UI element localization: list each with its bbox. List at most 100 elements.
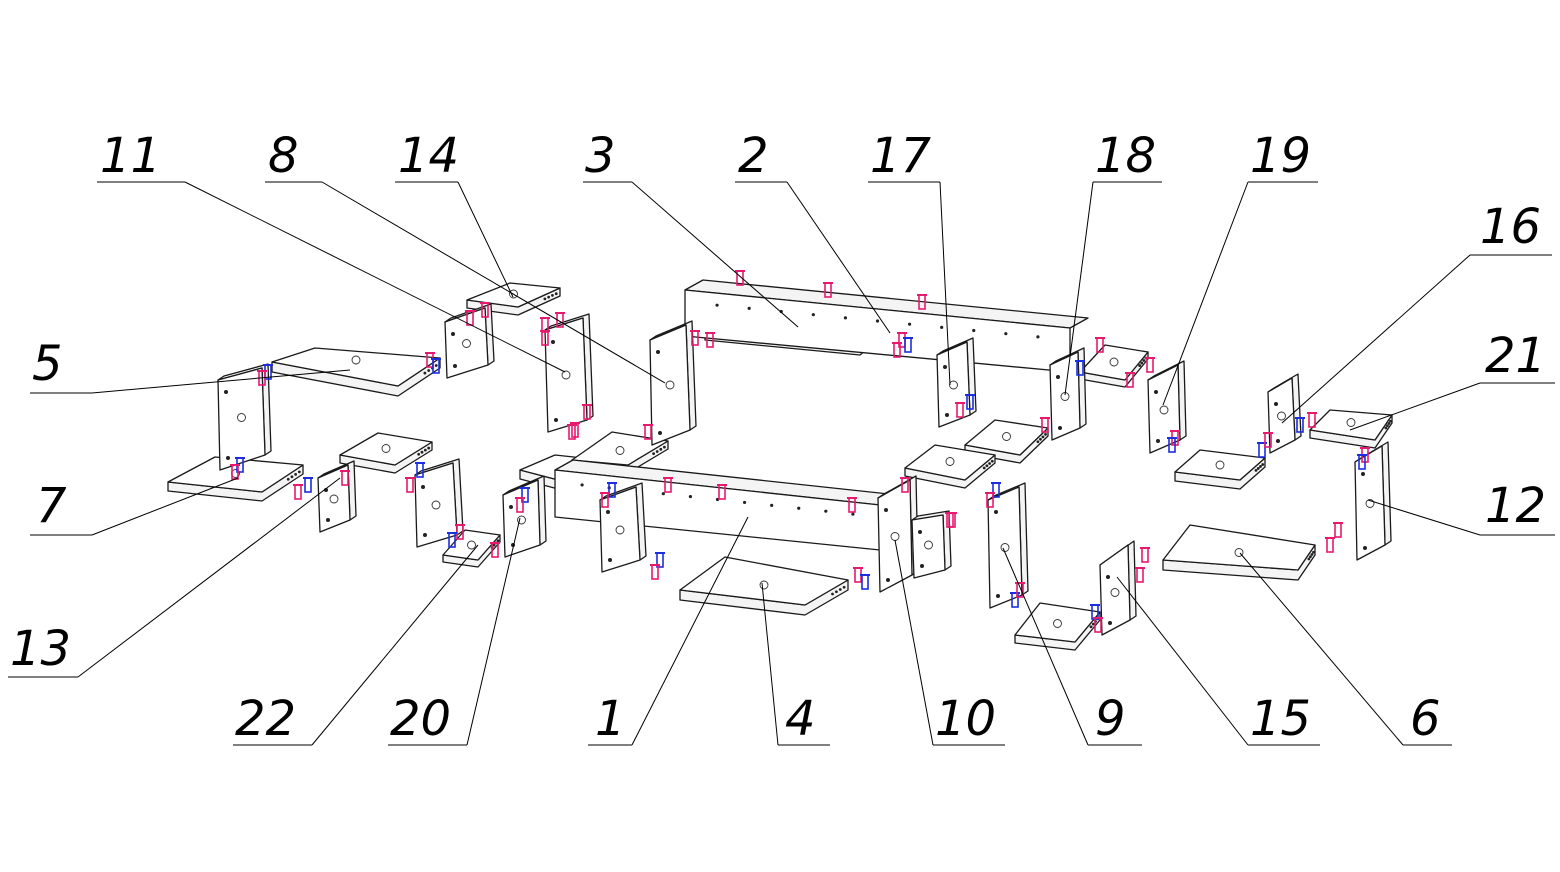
bolt-pink — [985, 492, 995, 508]
bolt-pink — [1095, 337, 1105, 353]
leader-line — [1367, 499, 1481, 536]
bolt-pink — [945, 512, 955, 528]
vertical-plate — [544, 313, 594, 433]
vertical-plate — [911, 510, 952, 579]
washer-blue — [655, 552, 665, 568]
hole-icon — [509, 289, 518, 299]
callout-number: 11 — [100, 128, 161, 184]
vertical-plate — [502, 475, 547, 558]
leader-line — [631, 181, 799, 328]
hole-icon — [467, 540, 476, 550]
vertical-plate — [987, 482, 1029, 609]
horizontal-plate — [1174, 449, 1266, 490]
callout-number: 15 — [1250, 691, 1311, 747]
bolt-pink — [823, 282, 833, 298]
callout-number: 2 — [738, 128, 769, 184]
leader-line — [184, 181, 566, 373]
callout-number: 18 — [1095, 128, 1156, 184]
callout-number: 5 — [32, 336, 63, 392]
callout-number: 10 — [935, 691, 996, 747]
callout-number: 17 — [870, 128, 932, 184]
hole-icon — [1215, 460, 1225, 470]
callout-number: 21 — [1485, 328, 1546, 384]
bolt-pink — [1307, 412, 1317, 428]
washer-blue — [415, 462, 425, 478]
horizontal-plate — [1162, 524, 1316, 581]
bolt-pink — [582, 404, 592, 420]
washer-blue — [1167, 437, 1177, 453]
bolt-pink — [900, 477, 910, 493]
vertical-plate — [1354, 441, 1392, 561]
callout-4: 4 — [761, 582, 830, 747]
bolt-pink — [405, 477, 415, 493]
callout-number: 1 — [595, 691, 626, 747]
hole-icon — [615, 446, 625, 455]
bolt-pink — [717, 484, 727, 500]
washer-blue — [903, 337, 913, 353]
hole-icon — [945, 457, 955, 466]
bolt-pink — [663, 477, 673, 493]
callout-12: 12 — [1367, 478, 1555, 536]
vertical-plate — [936, 337, 977, 428]
bolt-pink — [690, 330, 700, 346]
callout-16: 16 — [1281, 199, 1552, 424]
leader-line — [786, 181, 891, 334]
bolt-pink — [735, 270, 745, 286]
washer-blue — [520, 487, 530, 503]
leader-line — [1064, 181, 1094, 396]
callout-5: 5 — [30, 336, 351, 394]
bolt-pink — [705, 332, 715, 348]
leader-line — [1281, 254, 1471, 424]
callout-22: 22 — [233, 544, 479, 747]
bolt-pink — [1140, 547, 1150, 563]
callout-17: 17 — [868, 128, 951, 386]
leader-line — [1116, 576, 1249, 746]
washer-blue — [1295, 417, 1305, 433]
bolt-pink — [955, 402, 965, 418]
callout-1: 1 — [588, 516, 749, 747]
horizontal-plate — [339, 432, 433, 474]
bolt-pink — [1015, 582, 1025, 598]
callout-number: 13 — [10, 621, 71, 677]
bolt-pink — [1145, 357, 1155, 373]
hole-icon — [1109, 357, 1119, 367]
callout-13: 13 — [8, 477, 341, 678]
hole-icon — [1234, 548, 1244, 557]
callout-7: 7 — [30, 477, 239, 536]
callout-number: 16 — [1480, 199, 1541, 255]
washer-blue — [860, 574, 870, 590]
bolt-pink — [947, 512, 957, 528]
long-bar — [684, 279, 1089, 373]
bolt-pink — [515, 497, 525, 513]
callout-number: 4 — [785, 691, 816, 747]
bolt-pink — [567, 424, 577, 440]
washer-blue — [431, 358, 441, 374]
leader-line — [894, 539, 934, 746]
hole-icon — [351, 355, 361, 365]
leader-line — [321, 181, 666, 384]
bolt-pink — [1040, 417, 1050, 433]
washer-blue — [1010, 592, 1020, 608]
callout-number: 9 — [1095, 691, 1126, 747]
washer-blue — [447, 532, 457, 548]
vertical-plate — [444, 303, 495, 379]
callout-15: 15 — [1116, 576, 1320, 747]
bolt-pink — [293, 484, 303, 500]
leader-line — [1239, 552, 1404, 746]
bolt-pink — [600, 492, 610, 508]
callout-number: 6 — [1410, 691, 1441, 747]
bolt-pink — [847, 497, 857, 513]
callout-number: 3 — [585, 128, 616, 184]
callout-11: 11 — [97, 128, 566, 373]
leader-line — [1002, 547, 1089, 746]
leader-line — [457, 181, 514, 298]
callout-21: 21 — [1349, 328, 1555, 431]
fasteners-layer — [230, 270, 1370, 633]
bolt-pink — [650, 564, 660, 580]
vertical-plate — [1267, 373, 1302, 454]
callout-3: 3 — [583, 128, 799, 328]
bolt-pink — [480, 302, 490, 318]
callout-number: 8 — [268, 128, 299, 184]
bolt-pink — [917, 294, 927, 310]
